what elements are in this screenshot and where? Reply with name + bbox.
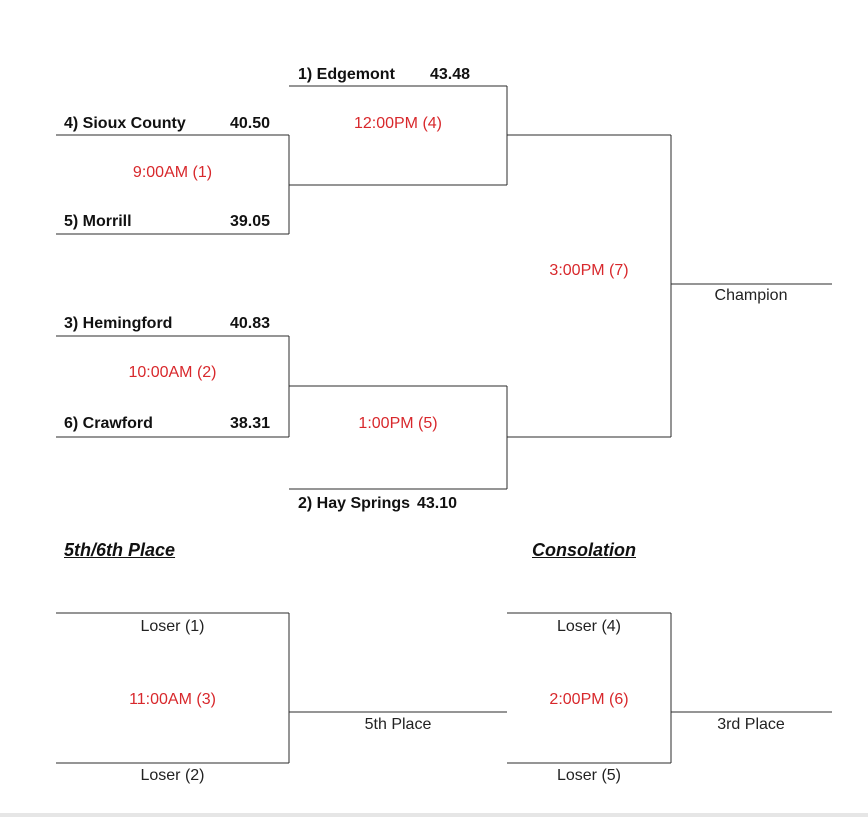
page-bottom-border [0,813,868,817]
team-crawford: 6) Crawford [64,415,153,432]
game-time-7: 3:00PM (7) [549,262,629,279]
team-morrill: 5) Morrill [64,213,132,230]
team-hay-springs: 2) Hay Springs [298,495,411,512]
game-time-1: 9:00AM (1) [132,164,213,181]
team-edgemont: 1) Edgemont [298,66,395,83]
champion-label: Champion [714,287,788,304]
game-time-5: 1:00PM (5) [358,415,438,432]
consolation-heading: Consolation [532,540,636,560]
score-hemingford: 40.83 [229,315,270,332]
fifth-sixth-slot-a: Loser (1) [140,618,205,635]
consolation-slot-b: Loser (5) [556,767,622,784]
score-edgemont: 43.48 [430,66,471,83]
game-time-3: 11:00AM (3) [129,691,216,708]
game-time-2: 10:00AM (2) [128,364,217,381]
game-time-6: 2:00PM (6) [549,691,629,708]
third-place-label: 3rd Place [717,716,785,733]
fifth-place-label: 5th Place [364,716,432,733]
fifth-sixth-slot-b: Loser (2) [140,767,205,784]
fifth-sixth-heading: 5th/6th Place [64,540,176,560]
team-hemingford: 3) Hemingford [64,315,173,332]
score-crawford: 38.31 [229,415,270,432]
game-time-4: 12:00PM (4) [353,115,443,132]
score-morrill: 39.05 [229,213,270,230]
score-hay-springs: 43.10 [417,495,458,512]
team-sioux-county: 4) Sioux County [64,115,186,132]
score-sioux-county: 40.50 [229,115,270,132]
consolation-slot-a: Loser (4) [556,618,622,635]
